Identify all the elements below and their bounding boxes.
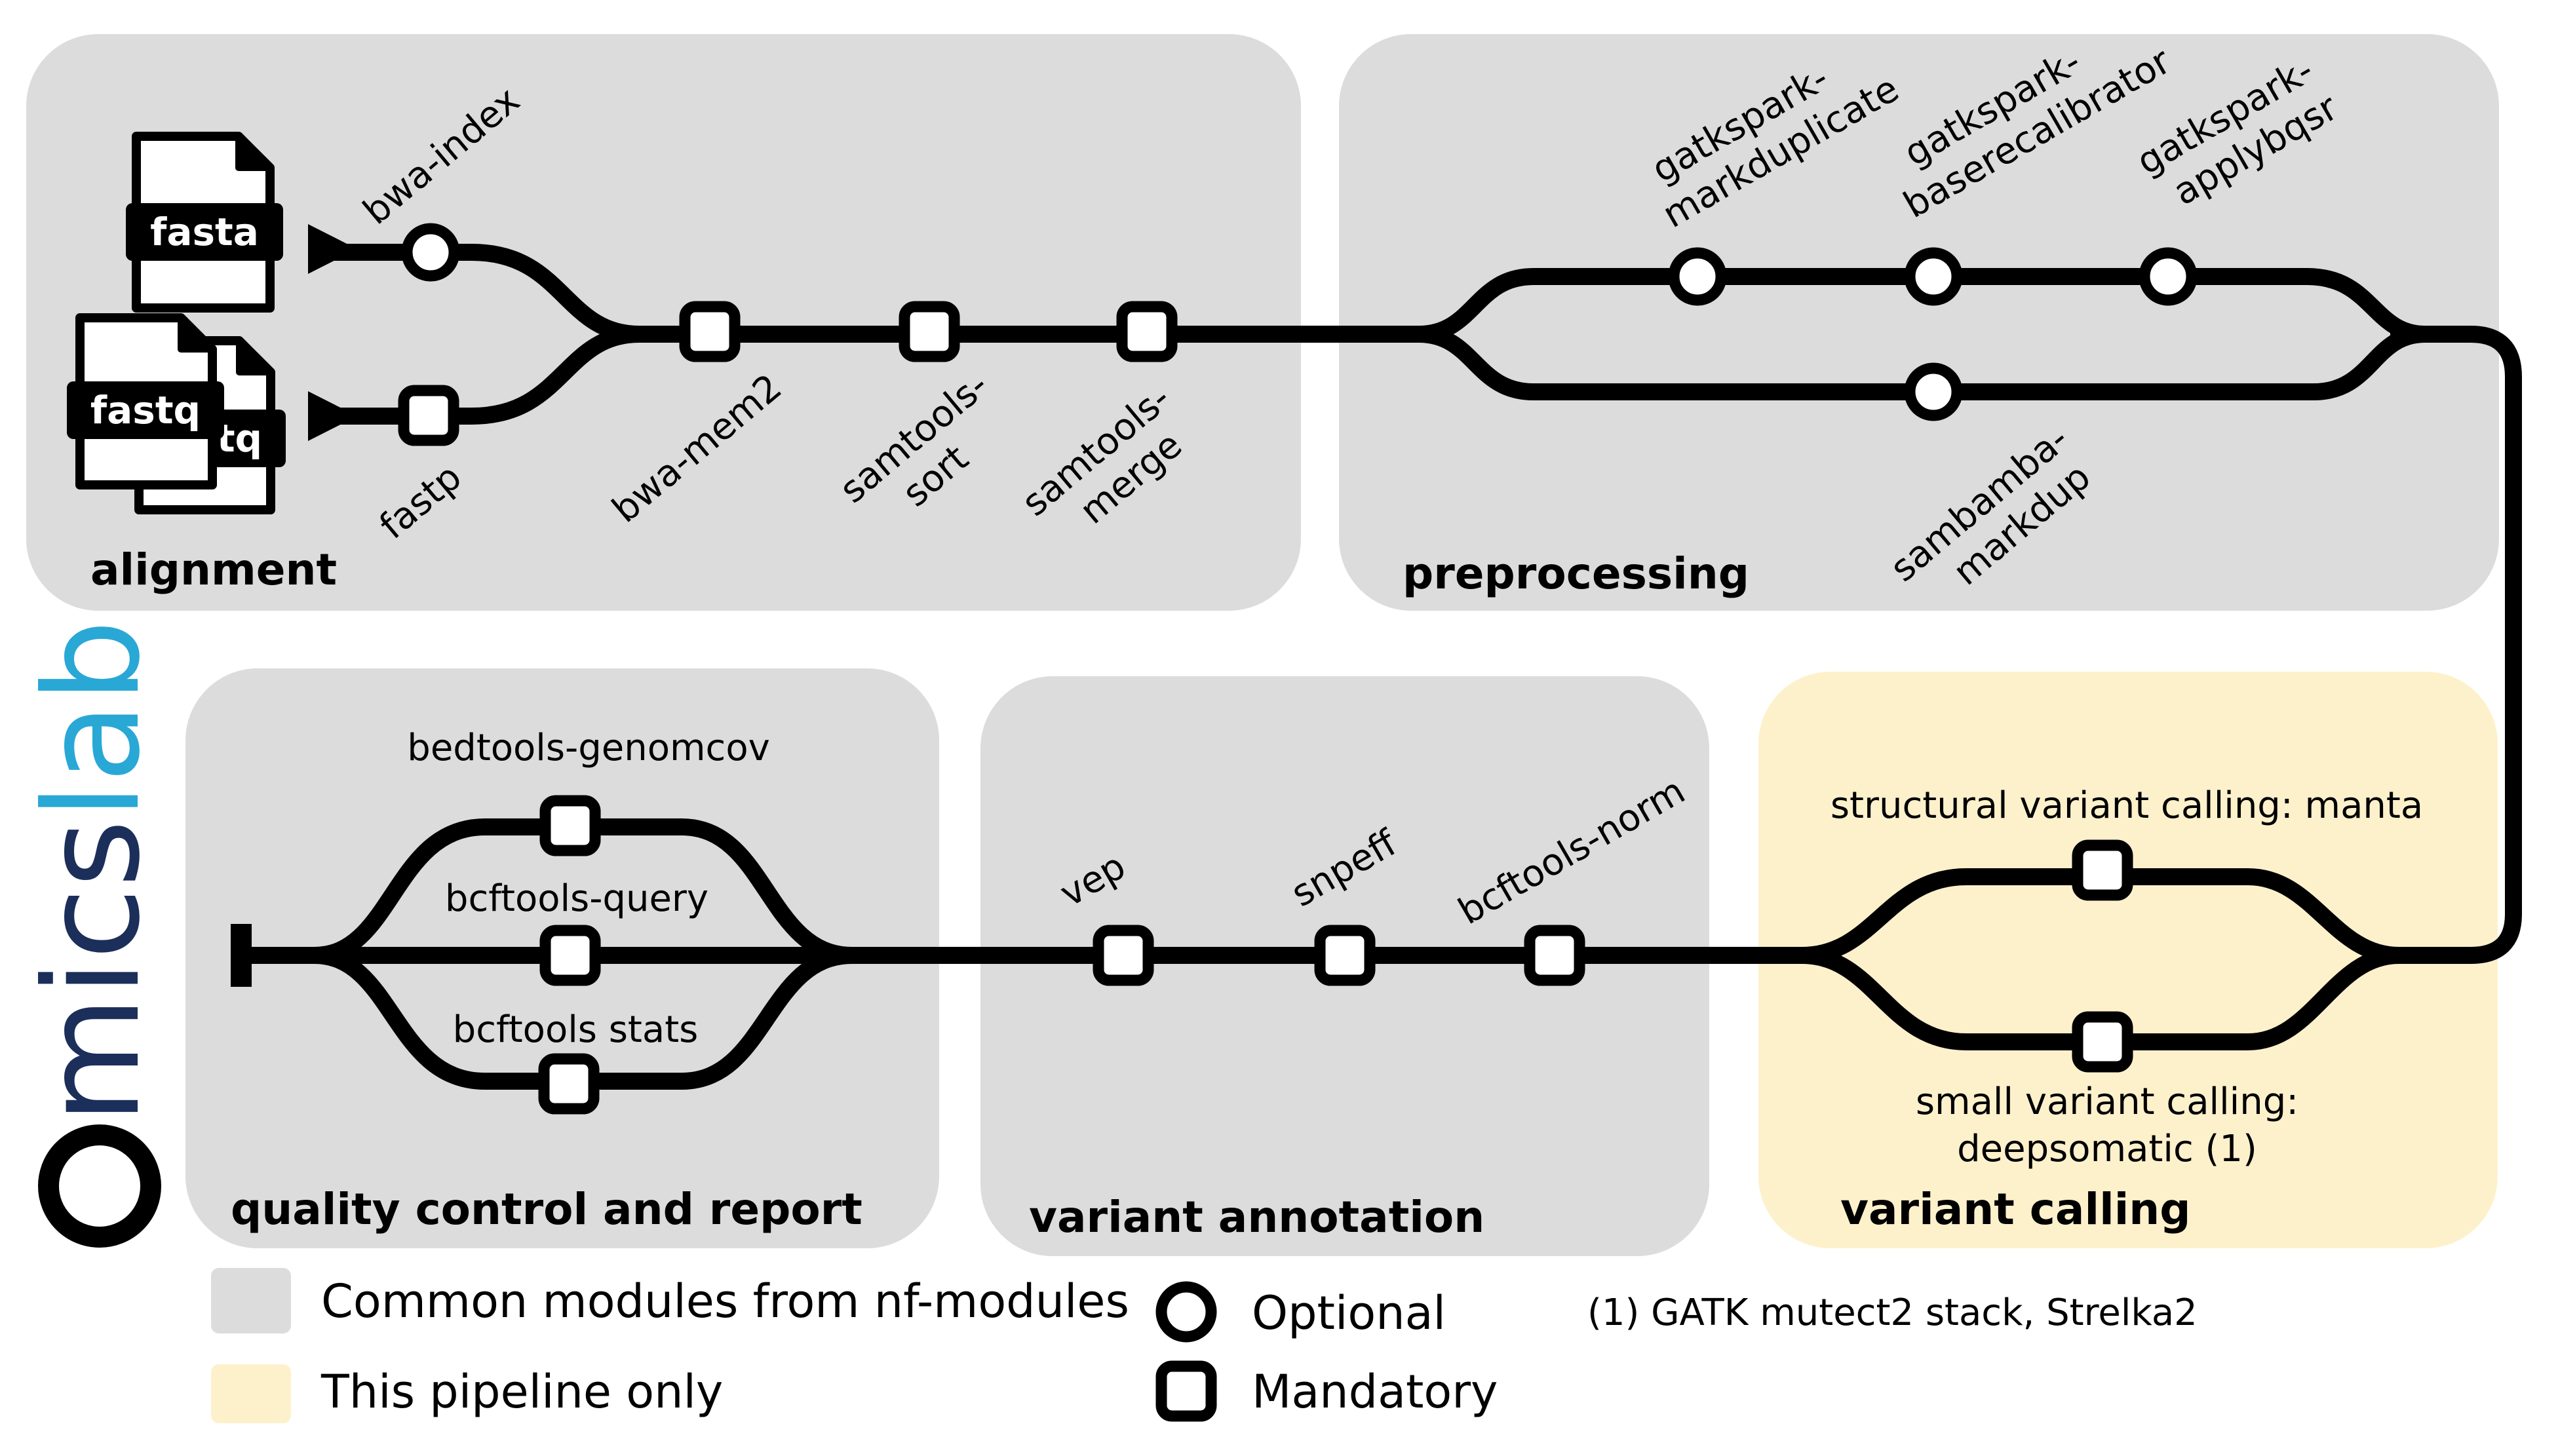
logo-text-mics: mics <box>16 819 169 1124</box>
label-small-variant-line2: deepsomatic (1) <box>1957 1128 2257 1170</box>
logo-text-lab: lab <box>16 619 169 819</box>
node-baserecalibrator[interactable] <box>1904 247 1963 306</box>
title-preprocessing: preprocessing <box>1403 548 1749 599</box>
track-end-stop <box>231 924 252 987</box>
node-bedtools-genomcov[interactable] <box>539 795 601 856</box>
node-samtools-merge[interactable] <box>1116 301 1178 362</box>
track-return-loop <box>2364 326 2522 964</box>
legend-swatch-pipeline <box>211 1364 291 1423</box>
title-variant-annotation: variant annotation <box>1029 1192 1484 1242</box>
track-calling-lower <box>1794 947 2407 1050</box>
node-applybqsr[interactable] <box>2139 247 2198 306</box>
node-samtools-sort[interactable] <box>899 301 960 362</box>
node-fastp[interactable] <box>398 385 459 446</box>
label-small-variant-line1: small variant calling: <box>1916 1081 2298 1123</box>
fasta-file-icon: fasta <box>126 132 283 313</box>
box-variant-calling <box>1758 672 2498 1248</box>
logo-o-ring-icon <box>38 1124 161 1248</box>
omicslab-logo: micslab <box>16 619 169 1248</box>
legend-swatch-common <box>211 1268 291 1333</box>
fasta-label: fasta <box>150 210 259 254</box>
node-small-variant[interactable] <box>2072 1011 2133 1073</box>
node-snpeff[interactable] <box>1314 925 1376 986</box>
node-manta[interactable] <box>2072 839 2133 901</box>
legend-footnote: (1) GATK mutect2 stack, Strelka2 <box>1587 1292 2198 1334</box>
box-alignment <box>26 34 1301 611</box>
label-bedtools-genomcov: bedtools-genomcov <box>407 727 769 769</box>
legend-label-common: Common modules from nf-modules <box>321 1274 1129 1328</box>
pipeline-nodes <box>398 223 2198 1115</box>
track-calling-upper <box>1794 868 2407 964</box>
node-bcftools-norm[interactable] <box>1524 925 1585 986</box>
box-preprocessing <box>1339 34 2499 611</box>
label-bcftools-query: bcftools-query <box>445 877 708 920</box>
node-vep[interactable] <box>1093 925 1154 986</box>
node-markduplicate[interactable] <box>1668 247 1727 306</box>
node-bwa-mem2[interactable] <box>679 301 741 362</box>
legend-label-mandatory: Mandatory <box>1252 1365 1498 1419</box>
legend: Common modules from nf-modules This pipe… <box>211 1268 2198 1423</box>
title-alignment: alignment <box>90 545 337 595</box>
node-bcftools-query[interactable] <box>539 925 601 986</box>
title-variant-calling: variant calling <box>1840 1184 2191 1235</box>
node-sambamba-markdup[interactable] <box>1904 362 1963 421</box>
track-bwa-index <box>319 244 648 343</box>
title-quality-control: quality control and report <box>231 1184 862 1235</box>
fastq-label: fastq <box>90 388 201 432</box>
label-bcftools-stats: bcftools stats <box>453 1008 699 1051</box>
legend-mandatory-icon <box>1155 1360 1217 1422</box>
label-manta: structural variant calling: manta <box>1831 784 2423 827</box>
logo-text: micslab <box>16 619 169 1124</box>
node-bwa-index[interactable] <box>401 223 460 282</box>
node-bcftools-stats[interactable] <box>538 1053 600 1115</box>
legend-optional-icon <box>1155 1281 1217 1343</box>
legend-label-pipeline: This pipeline only <box>320 1365 723 1419</box>
fastq-file-icon: fastq <box>67 313 224 489</box>
track-fastp <box>319 326 648 425</box>
legend-label-optional: Optional <box>1252 1286 1446 1340</box>
